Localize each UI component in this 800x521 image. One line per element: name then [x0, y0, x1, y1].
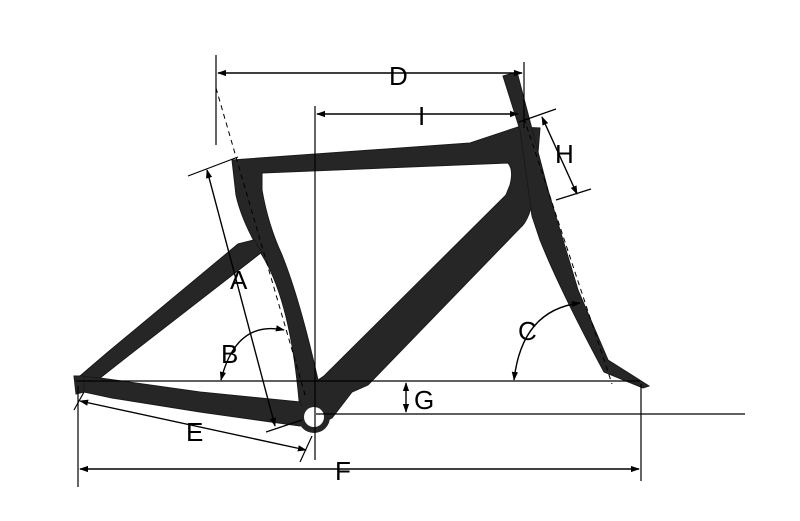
head-tube-axis: [523, 117, 613, 385]
label-b: B: [221, 339, 238, 369]
reference-lines: [73, 55, 745, 487]
h-bottom-extension: [555, 188, 592, 201]
e-left-tick: [73, 391, 85, 411]
dimension-h-line: [541, 116, 578, 195]
label-a: A: [230, 265, 248, 295]
dimension-e-line: [79, 399, 307, 452]
h-top-extension: [518, 108, 557, 123]
label-d: D: [389, 61, 408, 91]
a-top-extension: [187, 156, 239, 177]
label-h: H: [555, 139, 574, 169]
frame-group: [73, 71, 651, 433]
dimension-c-arc: [511, 300, 581, 381]
dimension-b-arc: [219, 325, 285, 381]
label-g: G: [414, 385, 434, 415]
dimension-lines: [79, 69, 640, 473]
rear-dropout: [73, 375, 85, 395]
label-e: E: [186, 417, 203, 447]
dimension-a-line: [206, 169, 276, 427]
label-f: F: [335, 456, 351, 486]
dimension-labels: A B C D E F G H I: [186, 61, 574, 486]
bottom-bracket-hole: [304, 407, 324, 427]
label-c: C: [518, 316, 537, 346]
label-i: I: [418, 101, 425, 131]
